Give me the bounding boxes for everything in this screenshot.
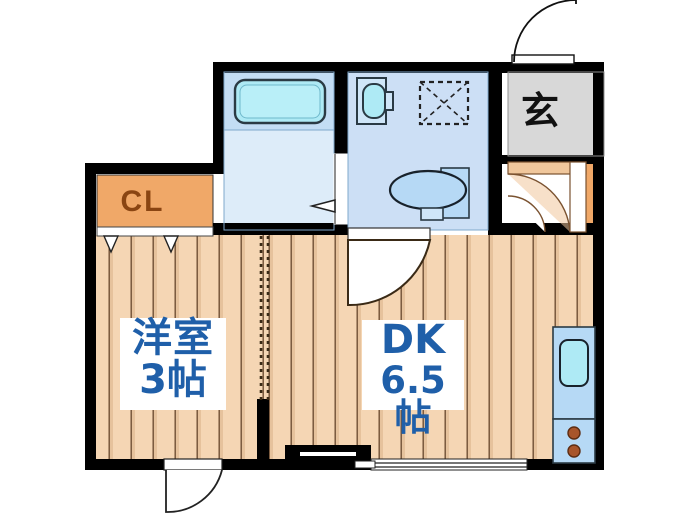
floor-genkan [508, 72, 604, 162]
genkan-tile-outline [507, 71, 605, 157]
wash-basin [388, 167, 470, 221]
genkan-closet-door[interactable] [507, 161, 587, 233]
entrance-door[interactable] [511, 0, 577, 65]
toilet-bowl [356, 77, 394, 125]
wall-top-closet-bay [85, 163, 224, 174]
walls [85, 62, 604, 470]
balcony-door[interactable] [163, 458, 223, 513]
wall-top-upper [213, 62, 604, 73]
closet-label-cl: CL [120, 185, 165, 218]
wall-above-washitsu [213, 223, 348, 235]
entrance-label-genkan: 玄 [520, 89, 559, 133]
room-label-washitsu-line1: 洋室 [132, 315, 214, 361]
wall-toilet-genkan [488, 62, 502, 234]
wall-alcove-left [285, 445, 295, 461]
bath-folding-door[interactable] [308, 153, 348, 225]
wall-bottom [85, 459, 604, 470]
washroom-door[interactable] [347, 227, 432, 307]
wall-genkan-bottom [502, 223, 604, 235]
partition-stub [257, 399, 269, 459]
room-label-dk: DK 6.5帖 [362, 317, 464, 436]
room-label-washitsu: 洋室 3帖 [120, 318, 226, 410]
dk-window[interactable] [354, 458, 528, 471]
closet-cl [96, 226, 214, 254]
wall-right-outer [593, 62, 604, 470]
kitchen-sink [552, 326, 596, 420]
room-label-washitsu-line2: 3帖 [139, 357, 207, 403]
room-label-dk-line1: DK [380, 317, 446, 363]
wall-left-upper [213, 62, 224, 174]
wall-left-lower [85, 163, 96, 470]
bathtub [233, 78, 327, 125]
wall-genkan-step [502, 155, 604, 164]
alcove-shelf [300, 452, 356, 456]
room-label-dk-line2: 6.5帖 [380, 359, 446, 439]
closet-cl-fill [96, 174, 214, 228]
washing-machine-space [418, 80, 470, 126]
stove-burners [552, 418, 596, 464]
wall-genkan-step-right [586, 155, 604, 164]
floor-washroom [224, 130, 334, 230]
